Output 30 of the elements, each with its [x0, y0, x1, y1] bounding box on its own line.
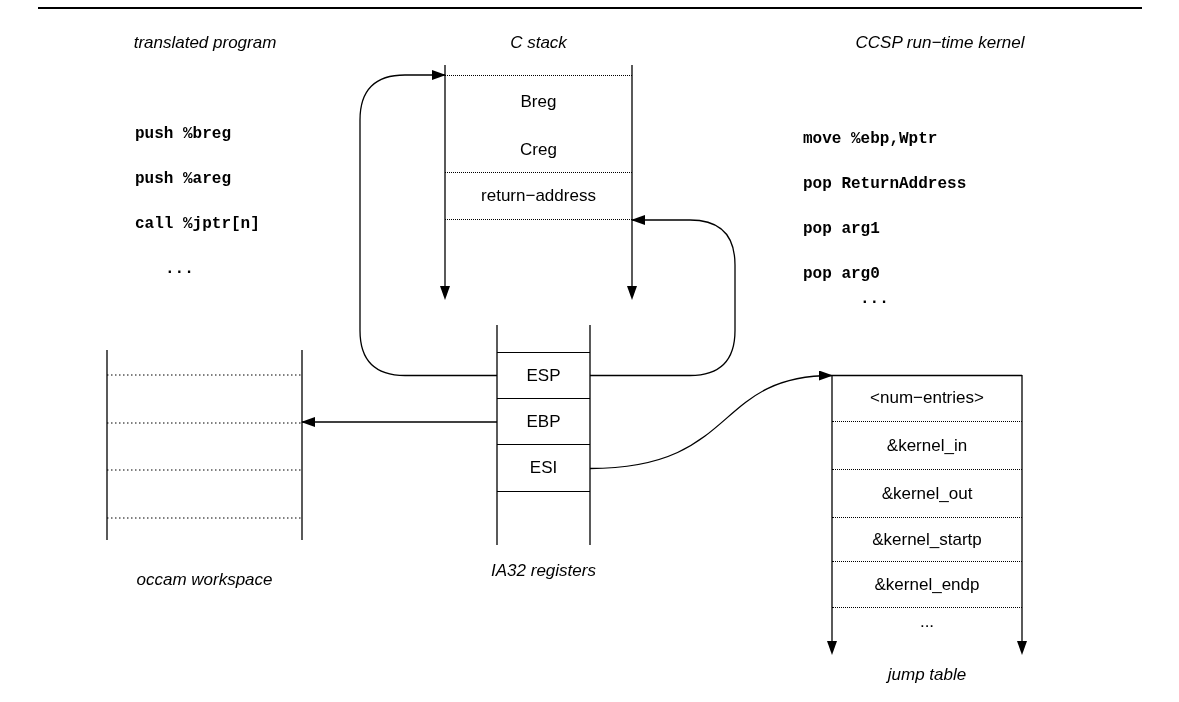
code-line: pop ReturnAddress — [803, 175, 967, 193]
section-heading: jump table — [887, 665, 967, 685]
table-entry: &kernel_startp — [832, 518, 1022, 562]
arrow — [589, 371, 833, 470]
code-line: pop arg1 — [803, 220, 880, 238]
code-line: call %jptr[n] — [135, 215, 260, 233]
register-cell: ESI — [497, 445, 590, 492]
stack-slot: return−address — [445, 173, 632, 220]
stack-slot: Creg — [445, 128, 632, 173]
arrow — [301, 417, 498, 427]
section-heading: C stack — [510, 33, 567, 53]
table-entry: &kernel_endp — [832, 562, 1022, 608]
code-line: ... — [860, 290, 889, 308]
table-entry: ... — [832, 608, 1022, 635]
table-entry: &kernel_out — [832, 470, 1022, 518]
register-cell: ESP — [497, 352, 590, 399]
arrow — [589, 215, 736, 377]
table-entry: &kernel_in — [832, 422, 1022, 470]
section-heading: translated program — [133, 33, 277, 53]
code-line: pop arg0 — [803, 265, 880, 283]
register-cell: EBP — [497, 399, 590, 445]
code-line: push %areg — [135, 170, 231, 188]
section-heading: IA32 registers — [491, 561, 596, 581]
section-heading: CCSP run−time kernel — [855, 33, 1025, 53]
code-line: ... — [165, 260, 194, 278]
section-heading: occam workspace — [136, 570, 273, 590]
stack-slot: Breg — [445, 75, 632, 128]
code-line: move %ebp,Wptr — [803, 130, 938, 148]
arrow — [359, 70, 498, 377]
code-line: push %breg — [135, 125, 231, 143]
